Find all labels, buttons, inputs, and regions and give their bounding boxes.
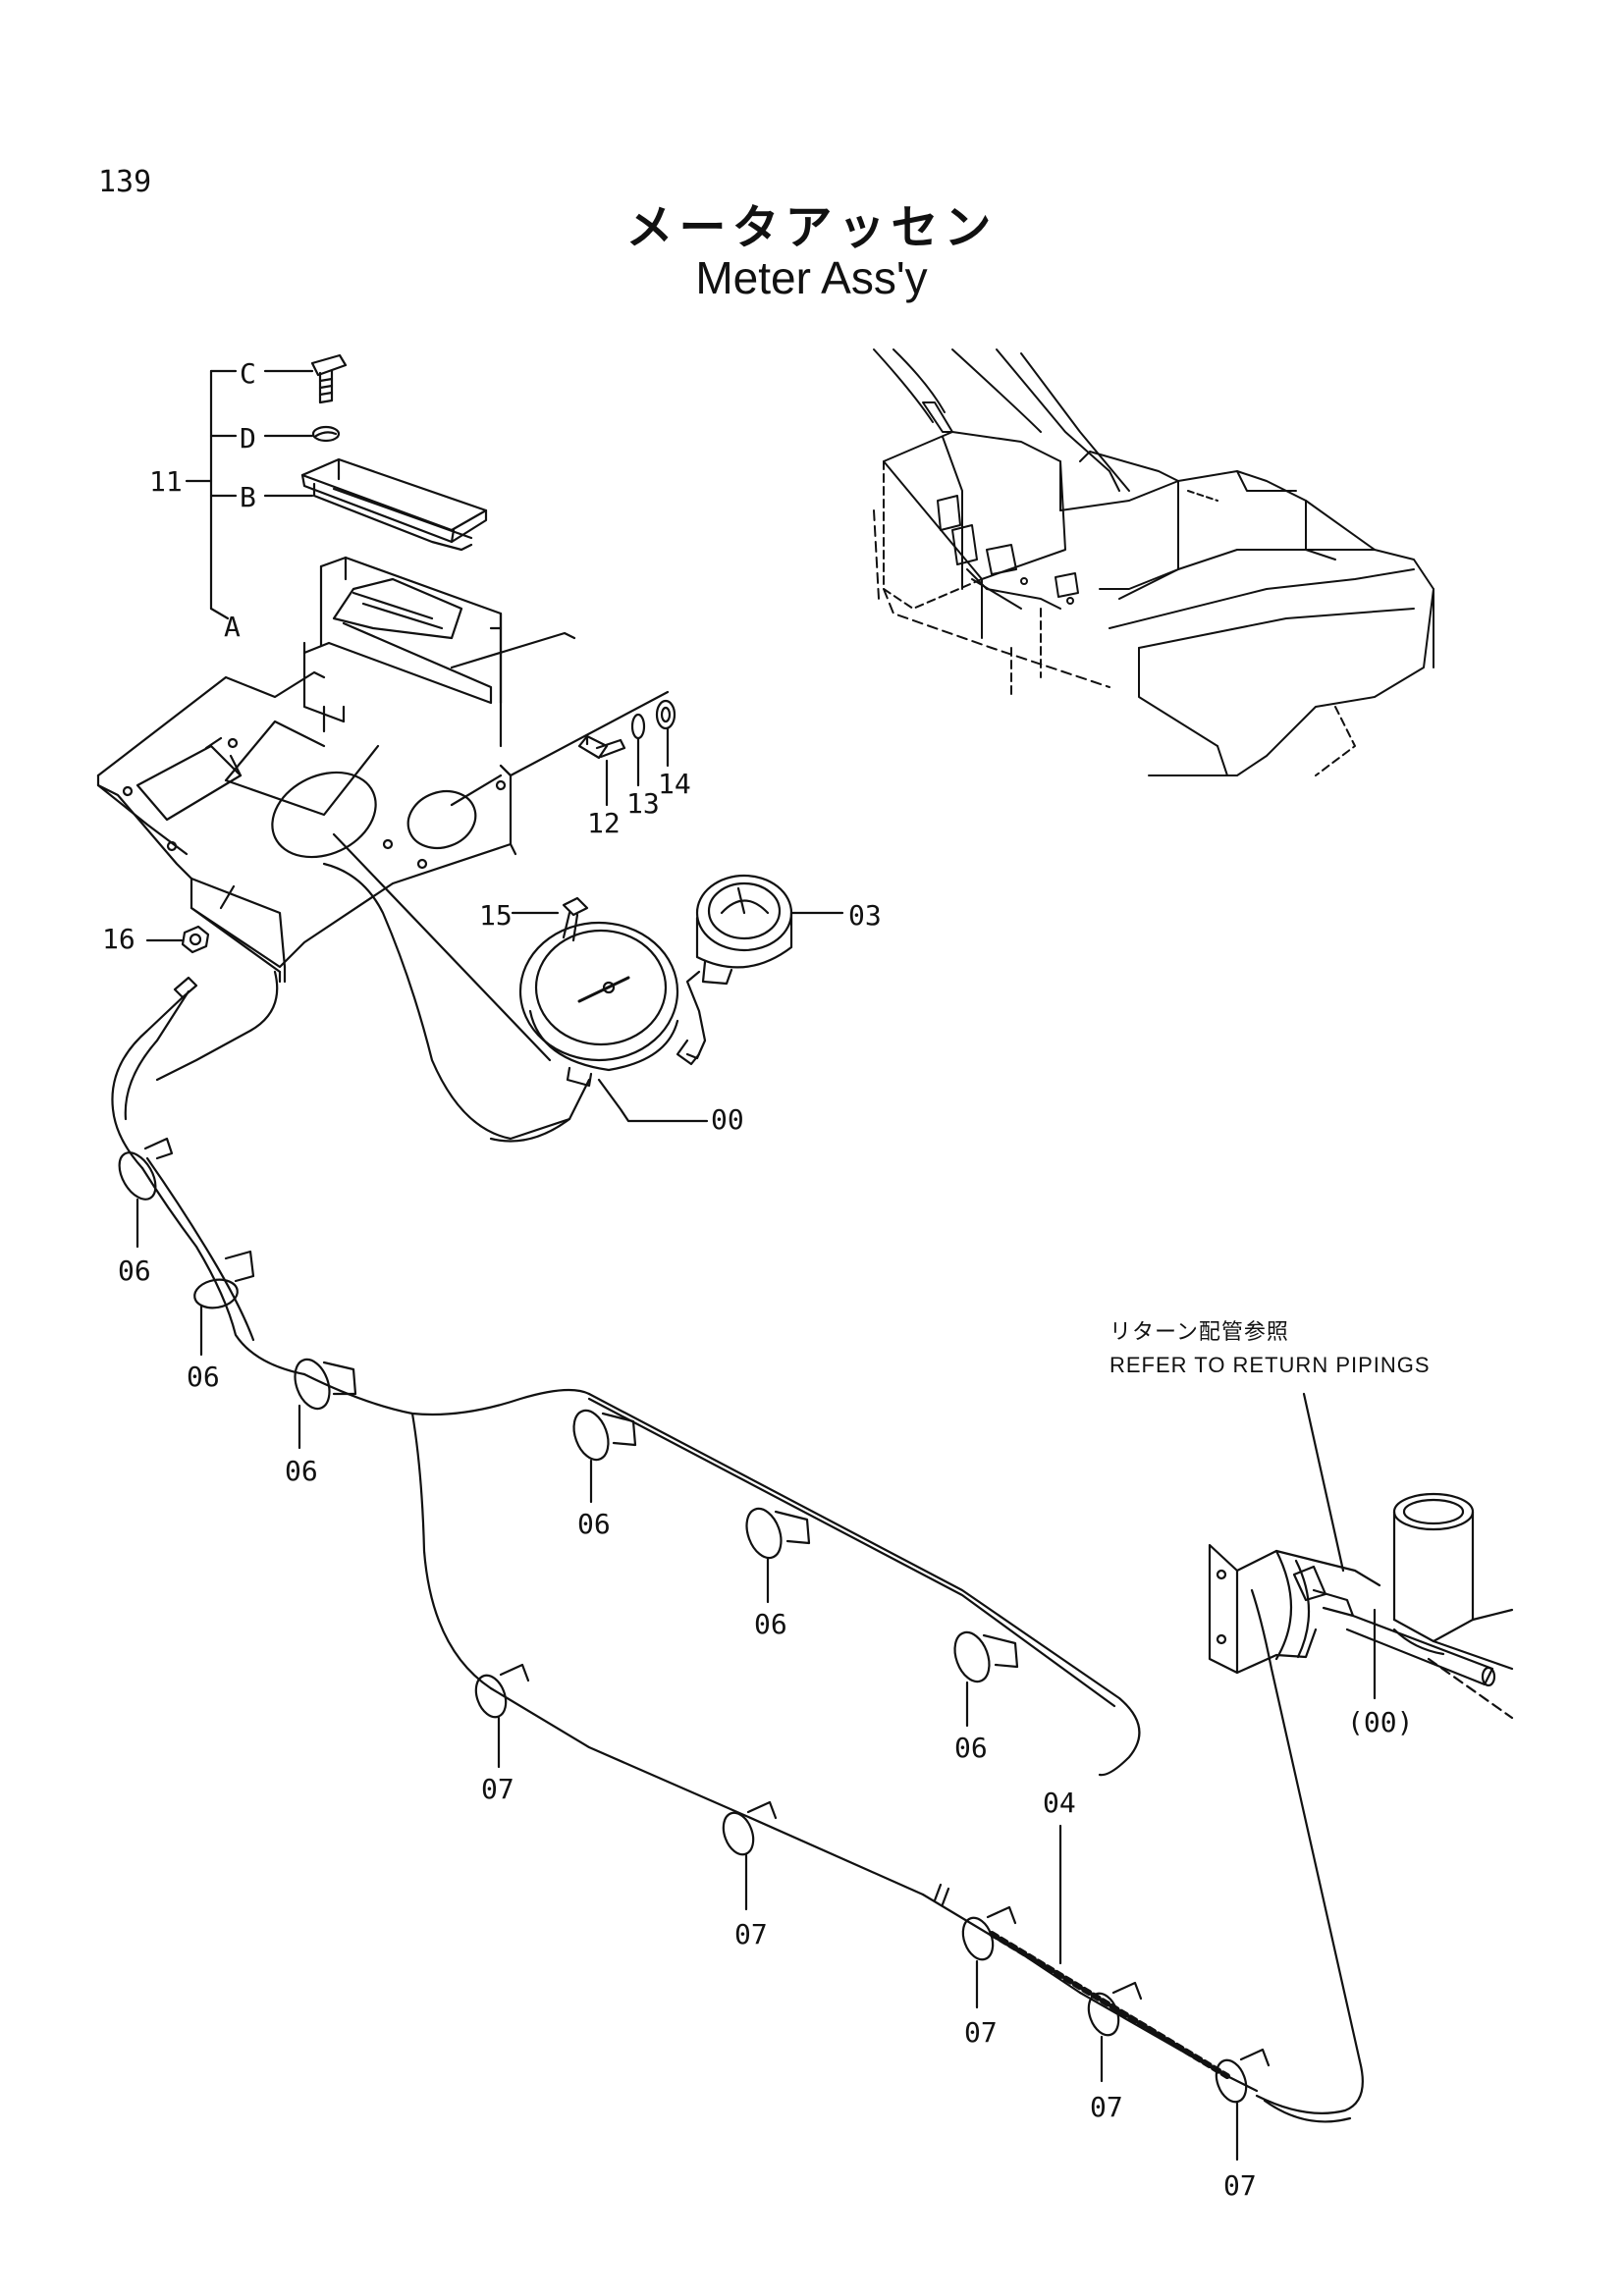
label-a: A <box>224 611 241 643</box>
label-06-d: 06 <box>577 1508 611 1540</box>
gauge-03 <box>676 874 844 1066</box>
label-07-a: 07 <box>481 1773 514 1805</box>
label-15: 15 <box>479 899 513 932</box>
label-07-e: 07 <box>1223 2169 1257 2202</box>
lock-washer-13 <box>630 713 646 740</box>
nut-16 <box>145 925 210 954</box>
washer-14 <box>655 699 676 730</box>
label-00-ref: (00) <box>1347 1706 1413 1738</box>
page-number: 139 <box>98 165 152 199</box>
label-07-c: 07 <box>964 2016 998 2049</box>
protector-04 <box>989 1824 1230 2079</box>
clip-06-4 <box>572 1409 637 1504</box>
label-03: 03 <box>848 899 882 932</box>
label-06-f: 06 <box>954 1732 988 1764</box>
label-06-e: 06 <box>754 1608 787 1640</box>
clip-07-4 <box>1087 1981 1143 2083</box>
clip-06-5 <box>745 1507 811 1604</box>
clip-06-3 <box>294 1358 357 1450</box>
label-d: D <box>240 422 256 454</box>
bracket-callout-group <box>185 369 314 620</box>
label-04: 04 <box>1043 1787 1076 1819</box>
cable-break-mark <box>933 1883 950 1906</box>
clip-07-5 <box>1215 2048 1271 2162</box>
clip-06-2 <box>193 1250 255 1357</box>
clip-07-3 <box>961 1905 1017 2009</box>
label-c: C <box>240 357 256 390</box>
title-japanese: メータアッセン <box>625 200 998 255</box>
label-06-c: 06 <box>285 1455 318 1487</box>
plate-b <box>300 457 488 552</box>
gauge-00 <box>489 921 709 1143</box>
label-07-b: 07 <box>734 1918 768 1950</box>
label-16: 16 <box>102 923 135 955</box>
clip-07-2 <box>722 1800 778 1911</box>
machine-location-inset <box>873 348 1434 776</box>
bolt-c <box>310 353 348 404</box>
label-07-d: 07 <box>1090 2091 1123 2123</box>
label-11: 11 <box>149 465 183 498</box>
note-japanese: リターン配管参照 <box>1109 1319 1289 1344</box>
washer-d <box>311 425 341 443</box>
label-13: 13 <box>626 787 660 820</box>
clip-06-6 <box>953 1630 1019 1728</box>
label-14: 14 <box>658 768 691 800</box>
screw-15 <box>511 896 589 942</box>
clip-06-1 <box>118 1137 174 1249</box>
label-12: 12 <box>587 807 621 839</box>
bolt-12 <box>577 734 626 760</box>
return-piping-sensor <box>1208 1392 1514 1720</box>
title-english: Meter Ass'y <box>695 252 928 303</box>
clip-07-1 <box>474 1663 530 1769</box>
meter-housing <box>96 556 576 984</box>
wire-harness <box>111 862 1364 2123</box>
label-00: 00 <box>711 1103 744 1136</box>
label-06-b: 06 <box>187 1361 220 1393</box>
note-english: REFER TO RETURN PIPINGS <box>1109 1353 1431 1377</box>
label-06-a: 06 <box>118 1255 151 1287</box>
label-b: B <box>240 481 256 513</box>
